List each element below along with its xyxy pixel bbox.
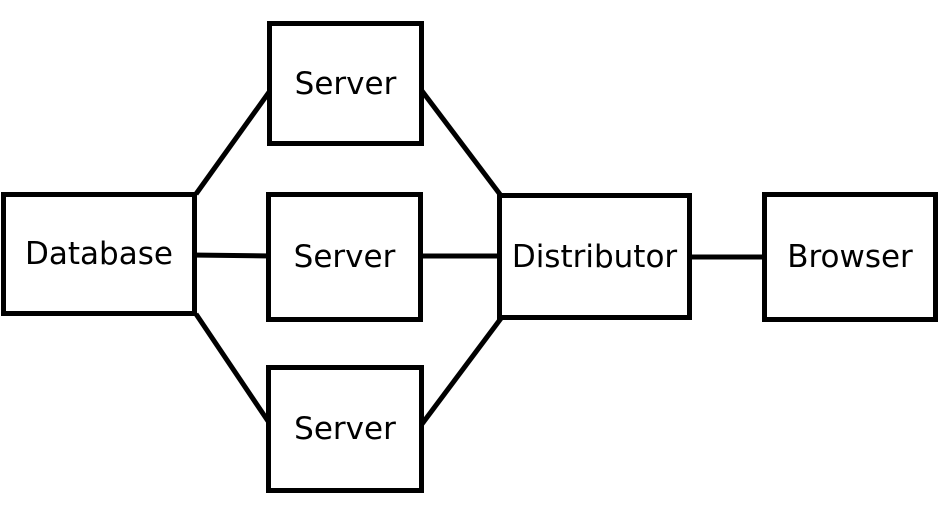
edge-server-bottom-distributor: [416, 315, 505, 430]
node-server-bottom: Server: [266, 365, 424, 493]
edge-database-server-top: [193, 86, 275, 196]
node-browser: Browser: [762, 192, 938, 322]
node-server-bottom-label: Server: [294, 411, 396, 447]
node-server-top: Server: [267, 21, 424, 146]
node-distributor: Distributor: [497, 193, 692, 320]
node-database: Database: [1, 192, 197, 316]
node-server-middle-label: Server: [293, 239, 396, 275]
node-distributor-label: Distributor: [511, 238, 678, 275]
node-server-middle: Server: [266, 192, 423, 322]
edge-server-top-distributor: [417, 85, 504, 199]
node-database-label: Database: [25, 236, 173, 272]
node-server-top-label: Server: [294, 65, 397, 102]
edge-database-server-mid: [189, 252, 273, 259]
node-browser-label: Browser: [787, 239, 913, 275]
edge-database-server-bottom: [193, 312, 275, 429]
